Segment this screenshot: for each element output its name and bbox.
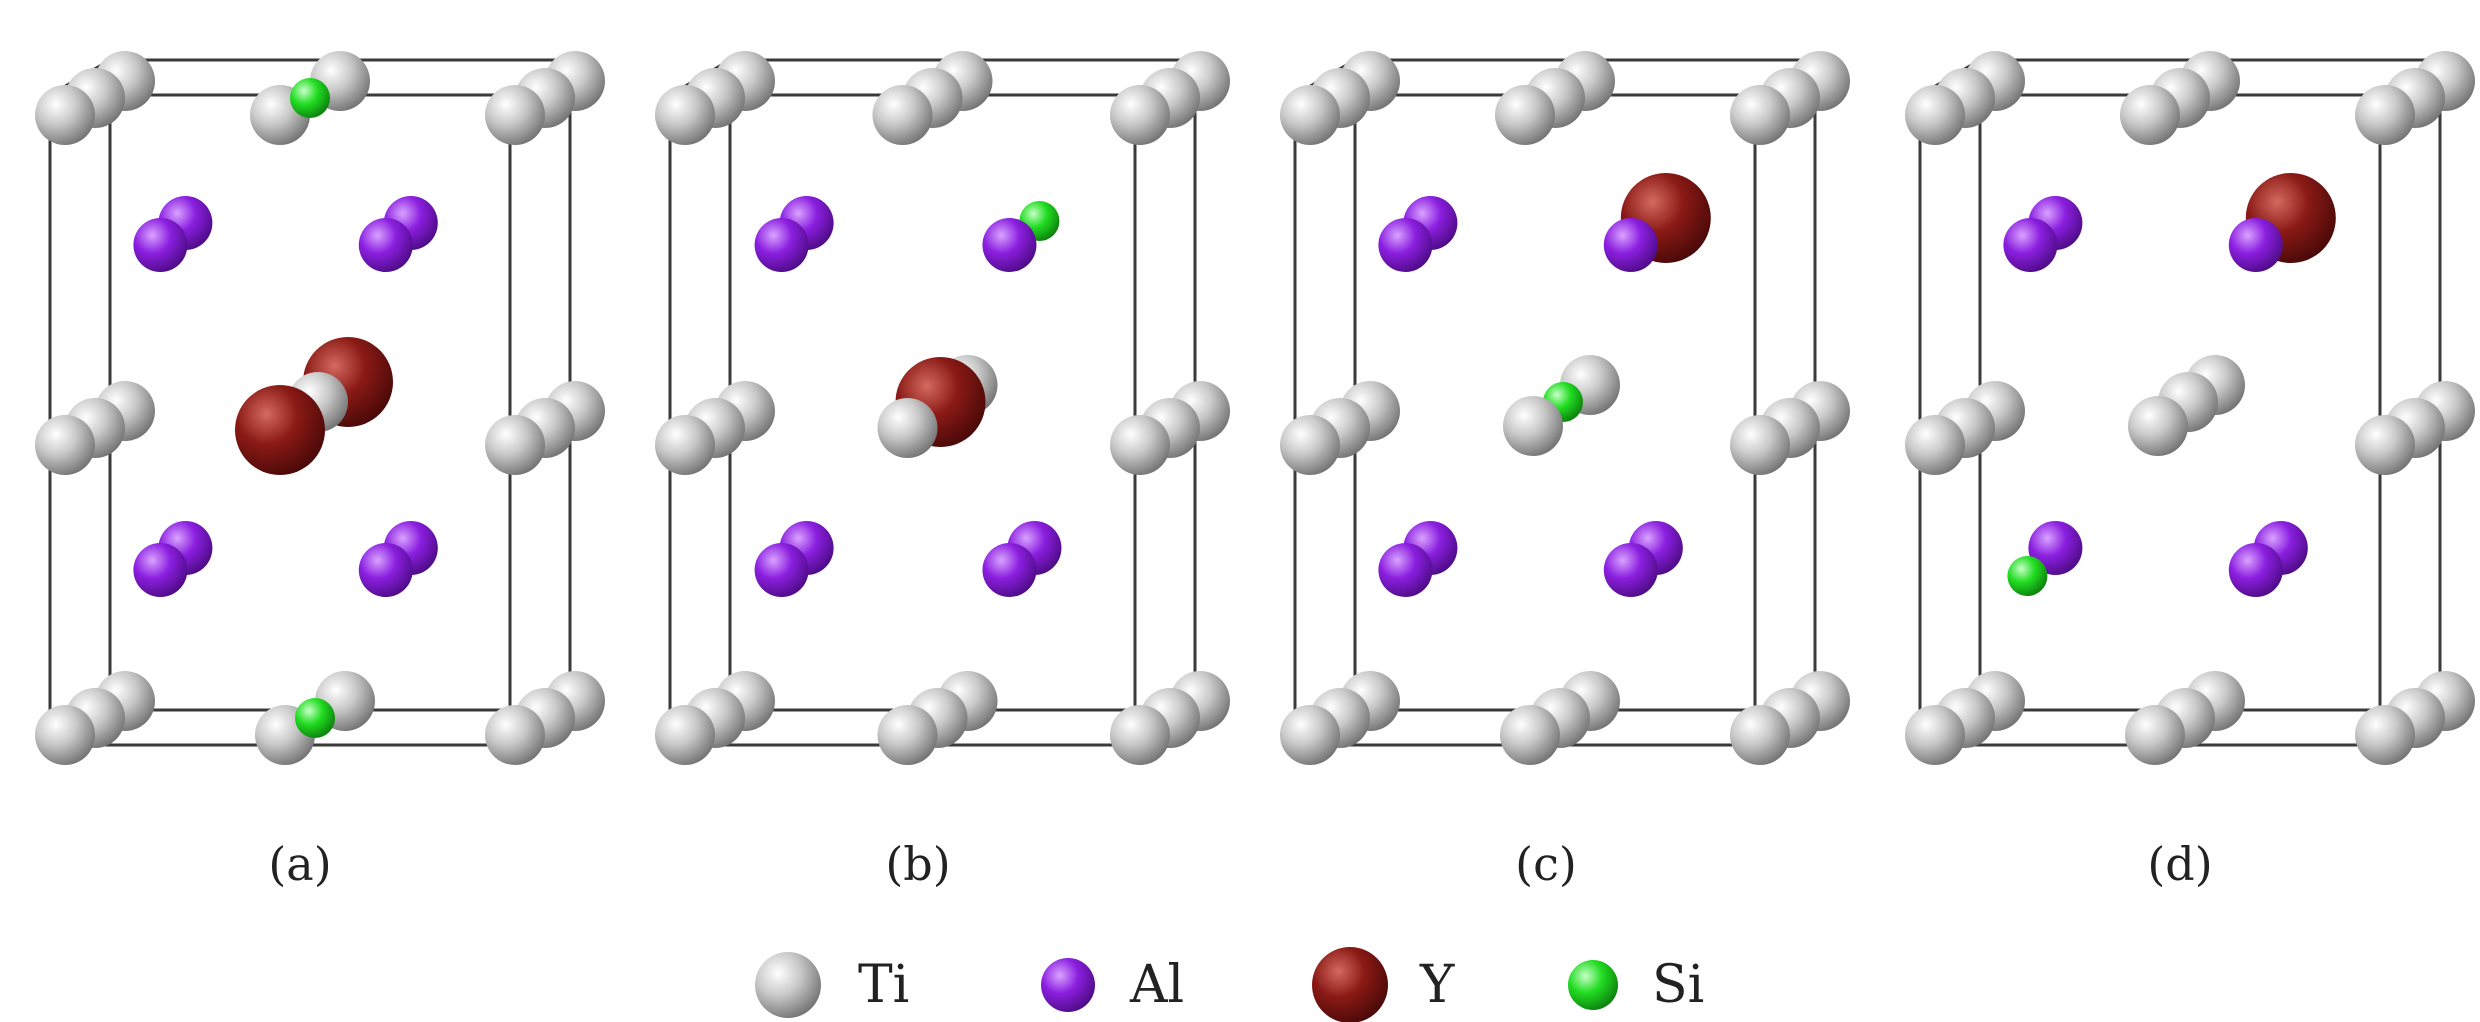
legend-item-si: Si: [1568, 955, 1704, 1015]
al-pair-upper-left-al-atom-front: [2003, 218, 2058, 272]
al-pair-lower-right-al-atom-front: [982, 543, 1037, 597]
legend-label-al: Al: [1129, 955, 1184, 1015]
center-ti-atom-front: [2128, 396, 2188, 456]
ti-chain-top-left-atom-front: [655, 85, 715, 145]
ti-chain-mid-left-atom-front: [1905, 415, 1965, 475]
al-pair-upper-right-al-atom-front: [982, 218, 1037, 272]
al-pair-upper-left-al-atom-front: [754, 218, 809, 272]
unit-cell-panel-a: [35, 51, 605, 765]
legend: Ti Al Y Si: [755, 947, 1704, 1022]
ti-chain-bottom-left-atom-front: [35, 705, 95, 765]
ti-chain-bottom-right-atom-front: [1110, 705, 1170, 765]
ti-chain-mid-right-atom-front: [485, 415, 545, 475]
legend-item-y: Y: [1312, 947, 1455, 1022]
ti-chain-mid-right-atom-front: [1110, 415, 1170, 475]
ti-chain-bottom-right-atom-front: [485, 705, 545, 765]
al-pair-upper-left-al-atom-front: [133, 218, 188, 272]
ti-chain-top-center-si-atom: [290, 78, 330, 118]
center-ti-atom-front: [1503, 396, 1563, 456]
legend-label-y: Y: [1419, 955, 1455, 1015]
ti-chain-bottom-right-atom-front: [2355, 705, 2415, 765]
unit-cell-panel-b: [655, 51, 1230, 765]
al-pair-upper-right-al-atom-front: [2228, 218, 2283, 272]
al-pair-lower-left-al-atom-front: [1378, 543, 1433, 597]
unit-cell-panel-c: [1280, 51, 1850, 765]
ti-chain-bottom-left-atom-front: [1905, 705, 1965, 765]
ti-chain-top-left-atom-front: [1280, 85, 1340, 145]
al-atom-icon: [1041, 958, 1095, 1012]
ti-chain-bottom-right-atom-front: [1730, 705, 1790, 765]
ti-chain-bottom-left-atom-front: [655, 705, 715, 765]
panel-a-caption: (a): [268, 837, 331, 891]
ti-chain-top-right-atom-front: [2355, 85, 2415, 145]
al-pair-upper-right-al-atom-front: [1603, 218, 1658, 272]
ti-atom-icon: [755, 952, 821, 1018]
panel-captions: (a) (b) (c) (d): [268, 837, 2212, 891]
legend-item-ti: Ti: [755, 952, 909, 1018]
ti-chain-mid-left-atom-front: [655, 415, 715, 475]
panel-d-caption: (d): [2147, 837, 2212, 891]
panel-c-caption: (c): [1515, 837, 1577, 891]
center-ti-atom-front: [877, 398, 938, 458]
si-atom-icon: [1568, 960, 1618, 1010]
ti-chain-top-left-atom-front: [35, 85, 95, 145]
al-pair-lower-right-al-atom-front: [358, 543, 413, 597]
al-pair-lower-left-al-atom-back: [2028, 521, 2083, 575]
unit-cell-panel-d: [1905, 51, 2475, 765]
ti-chain-top-right-atom-front: [1110, 85, 1170, 145]
ti-chain-top-center-atom-front: [872, 85, 933, 145]
ti-chain-bottom-center-atom-front: [2125, 705, 2185, 765]
ti-chain-top-left-atom-front: [1905, 85, 1965, 145]
legend-label-si: Si: [1652, 955, 1704, 1015]
ti-chain-top-right-atom-front: [1730, 85, 1790, 145]
ti-chain-bottom-center-si-atom: [295, 698, 335, 738]
ti-chain-bottom-center-atom-front: [1500, 705, 1560, 765]
ti-chain-top-center-atom-front: [2120, 85, 2180, 145]
y-atom-icon: [1312, 947, 1388, 1022]
ti-chain-top-center-atom-front: [1495, 85, 1555, 145]
ti-chain-bottom-center-atom-front: [877, 705, 938, 765]
al-pair-lower-right-al-atom-front: [2228, 543, 2283, 597]
ti-chain-mid-right-atom-front: [1730, 415, 1790, 475]
al-pair-lower-left-al-atom-front: [133, 543, 188, 597]
legend-label-ti: Ti: [858, 955, 909, 1015]
ti-chain-mid-right-atom-front: [2355, 415, 2415, 475]
center-y-atom-front: [235, 385, 325, 475]
panel-b-caption: (b): [885, 837, 950, 891]
al-pair-upper-left-al-atom-front: [1378, 218, 1433, 272]
al-pair-upper-right-al-atom-front: [358, 218, 413, 272]
al-pair-lower-left-al-atom-front: [754, 543, 809, 597]
ti-chain-mid-left-atom-front: [35, 415, 95, 475]
al-pair-lower-left-si-atom: [2007, 556, 2048, 596]
al-pair-lower-right-al-atom-front: [1603, 543, 1658, 597]
ti-chain-mid-left-atom-front: [1280, 415, 1340, 475]
ti-chain-top-right-atom-front: [485, 85, 545, 145]
legend-item-al: Al: [1041, 955, 1184, 1015]
ti-chain-bottom-left-atom-front: [1280, 705, 1340, 765]
